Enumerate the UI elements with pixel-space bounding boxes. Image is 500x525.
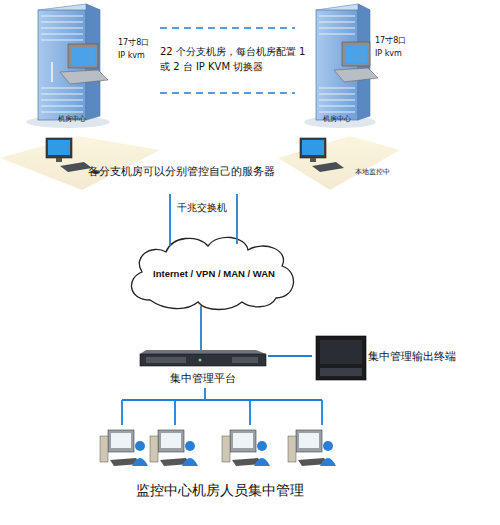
operator-group: 监控中心机房人员集中管理 bbox=[90, 425, 350, 505]
local-monitor: 本地监控中 bbox=[280, 128, 400, 190]
network-link bbox=[268, 356, 312, 357]
management-platform: 集中管理平台 bbox=[138, 346, 268, 388]
link-line bbox=[160, 27, 295, 29]
node-text: Internet / VPN / MAN / WAN bbox=[128, 268, 300, 280]
edge-label: 千兆交换机 bbox=[177, 202, 227, 214]
node-text: 本地监控中 bbox=[355, 168, 400, 177]
node-text: 集中管理平台 bbox=[138, 372, 268, 386]
node-text: 监控中心机房人员集中管理 bbox=[90, 481, 350, 499]
link-line bbox=[122, 388, 322, 425]
network-link bbox=[170, 194, 171, 246]
network-cloud: Internet / VPN / MAN / WAN bbox=[128, 236, 300, 312]
server-rack bbox=[26, 4, 110, 128]
monitor-desk bbox=[278, 136, 400, 190]
server-rack bbox=[304, 4, 378, 128]
branch-monitor: 各分支机房可以分别管控自己的服务器 bbox=[0, 128, 280, 190]
network-link bbox=[122, 388, 322, 425]
link-line bbox=[169, 194, 171, 246]
network-link bbox=[160, 93, 295, 94]
rack-server bbox=[140, 350, 266, 366]
node-text: 17寸8口 IP kvm bbox=[375, 34, 411, 60]
link-line bbox=[200, 306, 202, 350]
output-terminal: 集中管理输出终端 bbox=[312, 332, 472, 382]
note-text: 22 个分支机房，每台机房配置 1 或 2 台 IP KVM 切换器 bbox=[160, 44, 308, 74]
node-text: 机房中心 bbox=[58, 115, 118, 124]
network-link bbox=[201, 306, 202, 350]
network-link bbox=[160, 28, 295, 29]
server-room: 17寸8口 IP kvm 机房中心 bbox=[295, 0, 425, 128]
link-line bbox=[268, 355, 312, 357]
node-text: 集中管理输出终端 bbox=[368, 350, 472, 364]
node-text: 17寸8口 IP kvm bbox=[118, 36, 154, 62]
link-line bbox=[236, 194, 238, 244]
link-line bbox=[160, 92, 295, 94]
node-text: 各分支机房可以分别管控自己的服务器 bbox=[88, 165, 280, 179]
server-room: 17寸8口 IP kvm 机房中心 bbox=[20, 0, 160, 128]
workstation bbox=[100, 430, 336, 466]
monitor-desk bbox=[0, 136, 160, 190]
kvm-console bbox=[316, 336, 366, 380]
node-text: 机房中心 bbox=[323, 115, 383, 124]
network-link bbox=[237, 194, 238, 244]
